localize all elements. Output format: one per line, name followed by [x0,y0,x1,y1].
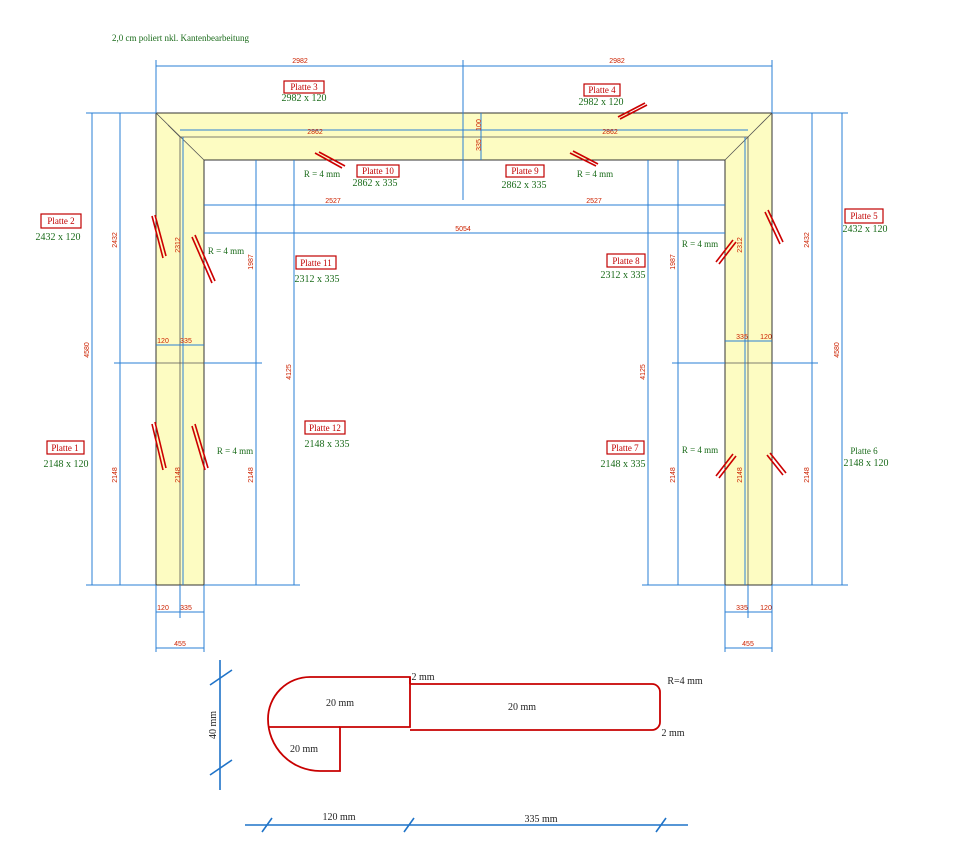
plate-12-size: 2148 x 335 [305,439,350,450]
dim-335-left-bottom: 335 [180,605,192,612]
plate-5-size: 2432 x 120 [843,224,888,235]
radius-label-p8: R = 4 mm [682,239,718,249]
plate-7-size: 2148 x 335 [601,459,646,470]
dimension-lines [86,60,848,652]
dim-2148-left-mid: 2148 [248,467,255,483]
edge-profile: 40 mm 20 mm 20 mm 20 mm 2 mm 2 mm R=4 mm… [208,660,703,833]
profile-right: 20 mm [508,702,536,713]
dim-2527-left: 2527 [325,198,341,205]
plate-9-size: 2862 x 335 [502,180,547,191]
plate-2-size: 2432 x 120 [36,232,81,243]
dim-2148-right-inner: 2148 [737,467,744,483]
plate-7-label: Platte 7 [611,443,639,453]
dim-2982-right: 2982 [609,58,625,65]
header-title: 2,0 cm poliert nkl. Kantenbearbeitung [112,33,249,43]
radius-label-p9: R = 4 mm [577,169,613,179]
plate-8-label: Platte 8 [612,256,640,266]
dim-2527-right: 2527 [586,198,602,205]
profile-width-right: 335 mm [524,814,557,825]
slab-shape [155,112,773,586]
plate-9-label: Platte 9 [511,166,539,176]
dim-5054: 5054 [455,226,471,233]
profile-top-left: 20 mm [326,698,354,709]
plate-6-label: Platte 6 [850,446,878,456]
dim-4125-left: 4125 [286,364,293,380]
plate-1-label: Platte 1 [51,443,78,453]
dim-2862-left: 2862 [307,129,323,136]
dim-100-a: 100 [476,119,483,131]
plate-2-label: Platte 2 [47,216,74,226]
plate-6-size: 2148 x 120 [844,458,889,469]
plate-labels: Platte 3 2982 x 120 Platte 4 2982 x 120 … [36,80,889,470]
plate-10-label: Platte 10 [362,166,394,176]
dim-335-right-bottom: 335 [736,605,748,612]
dim-2148-left-outer: 2148 [112,467,119,483]
plate-8-size: 2312 x 335 [601,270,646,281]
dim-4580-left: 4580 [84,342,91,358]
dim-455-left: 455 [174,641,186,648]
dim-455-right: 455 [742,641,754,648]
plate-3-size: 2982 x 120 [282,93,327,104]
dim-120-right-bottom: 120 [760,605,772,612]
dim-1987-left: 1987 [248,254,255,270]
dim-2862-right: 2862 [602,129,618,136]
plate-3-label: Platte 3 [290,82,318,92]
dim-1987-right: 1987 [670,254,677,270]
plate-5-label: Platte 5 [850,211,878,221]
profile-width-left: 120 mm [322,812,355,823]
dim-4125-right: 4125 [640,364,647,380]
radius-label-p11: R = 4 mm [208,246,244,256]
dim-2148-right-mid: 2148 [670,467,677,483]
profile-height: 40 mm [208,711,219,739]
dim-335-left-top: 335 [180,338,192,345]
edge-marks [151,102,787,479]
dim-4580-right: 4580 [834,342,841,358]
plate-12-label: Platte 12 [309,423,341,433]
plate-11-label: Platte 11 [300,258,331,268]
radius-label-p10: R = 4 mm [304,169,340,179]
dim-2148-left-inner: 2148 [175,467,182,483]
plate-4-size: 2982 x 120 [579,97,624,108]
plate-4-label: Platte 4 [588,85,616,95]
plate-1-size: 2148 x 120 [44,459,89,470]
dim-2312-right: 2312 [737,237,744,253]
dim-2148-right-outer: 2148 [804,467,811,483]
radius-label-p7: R = 4 mm [682,445,718,455]
dim-120-left-bottom: 120 [157,605,169,612]
profile-gap-top: 2 mm [411,672,434,683]
dim-2432-left: 2432 [112,232,119,248]
dim-2432-right: 2432 [804,232,811,248]
dim-2312-left: 2312 [175,237,182,253]
profile-gap-bottom: 2 mm [661,728,684,739]
radius-label-p12: R = 4 mm [217,446,253,456]
plate-11-size: 2312 x 335 [295,274,340,285]
dimension-values: 2982 2982 2862 2862 2527 2527 5054 100 3… [84,58,841,648]
plate-10-size: 2862 x 335 [353,178,398,189]
dim-120-left-top: 120 [157,338,169,345]
profile-radius: R=4 mm [667,676,703,687]
profile-bottom-left: 20 mm [290,744,318,755]
dim-2982-left: 2982 [292,58,308,65]
dim-120-right-top: 120 [760,334,772,341]
dim-335-right-top: 335 [736,334,748,341]
dim-335-top: 335 [476,139,483,151]
